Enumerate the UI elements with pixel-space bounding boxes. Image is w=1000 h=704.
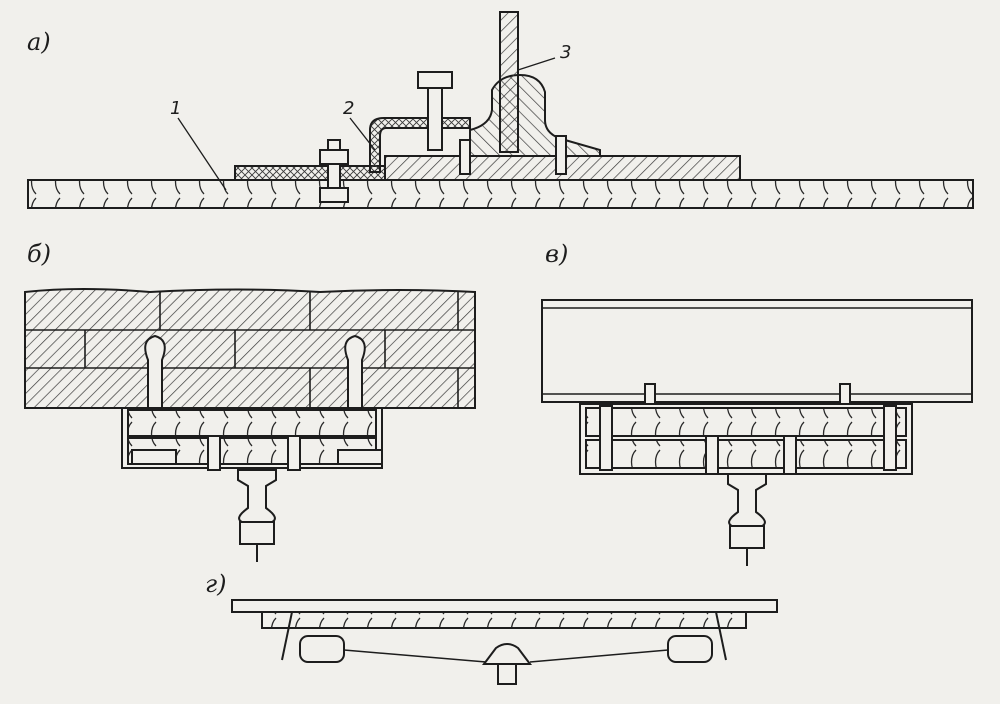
- view-g: [231, 599, 778, 685]
- pipe-b-upper: [127, 409, 377, 437]
- brick-wall: [24, 288, 476, 409]
- top-plate-g: [231, 599, 778, 613]
- bolt-b-1: [207, 435, 221, 471]
- brace-right-g: [715, 611, 727, 661]
- label-b: б): [27, 240, 52, 268]
- callout-2: 2: [343, 98, 355, 119]
- pipe-v-upper: [585, 407, 907, 437]
- foot-right-b: [337, 449, 383, 465]
- clamp-nut: [417, 71, 453, 89]
- insulator-cap-b: [239, 521, 275, 545]
- view-b: [24, 288, 476, 562]
- insulator-v: [727, 473, 767, 527]
- callout-1: 1: [170, 98, 182, 119]
- brick-joints: [25, 292, 475, 408]
- left-nut-bottom: [319, 187, 349, 203]
- center-clamp-g: [497, 663, 517, 685]
- plate-bolt-right: [555, 135, 567, 175]
- label-g: г): [205, 570, 227, 598]
- pipe-g: [261, 611, 747, 629]
- insulator-cap-v: [729, 525, 765, 549]
- leader-3: [517, 57, 556, 71]
- view-a: [27, 11, 974, 209]
- insulator-left-g: [299, 635, 345, 663]
- leader-1: [177, 117, 227, 191]
- insulator-b: [237, 469, 277, 523]
- bolt-v-2: [705, 435, 719, 475]
- label-v: в): [545, 240, 569, 268]
- label-a: а): [27, 28, 51, 56]
- brace-left-g: [281, 611, 293, 661]
- insulator-center-g: [482, 643, 532, 665]
- view-v: [541, 299, 973, 566]
- holder-3: [469, 73, 601, 157]
- insulating-pad: [234, 165, 386, 181]
- bolt-b-2: [287, 435, 301, 471]
- foot-left-b: [131, 449, 177, 465]
- pipe-1: [27, 179, 974, 209]
- bracket-2: [369, 117, 471, 173]
- insulator-right-g: [667, 635, 713, 663]
- bolt-v-1: [599, 405, 613, 471]
- wire-left-g: [343, 649, 487, 663]
- bolt-v-3: [783, 435, 797, 475]
- leader-2: [349, 117, 376, 151]
- clamp-bolt: [427, 87, 443, 151]
- bolt-v-4: [883, 405, 897, 471]
- left-nut-top: [319, 149, 349, 165]
- callout-3: 3: [560, 42, 572, 63]
- pipe-v-lower: [585, 439, 907, 469]
- plate-bolt-left: [459, 139, 471, 175]
- steel-beam: [541, 299, 973, 403]
- plate-3: [499, 11, 519, 153]
- wire-right-g: [529, 649, 669, 663]
